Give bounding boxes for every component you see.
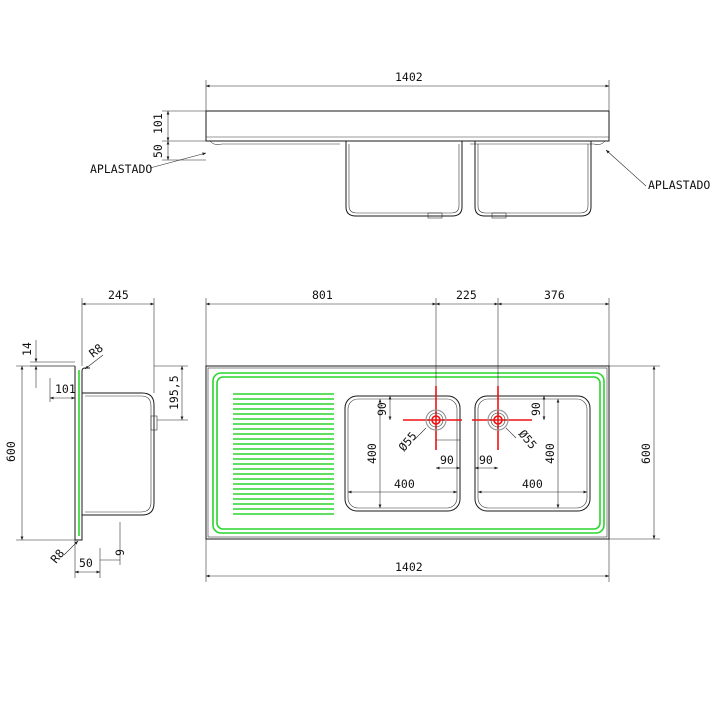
- left-bowl-width: 400: [394, 477, 415, 491]
- side-depth-label: 195,5: [167, 375, 181, 410]
- side-view: 245 14 R8 101 195,5 600 R8 50 9: [4, 288, 188, 578]
- plan-top-label-801: 801: [312, 288, 333, 302]
- left-note: APLASTADO: [90, 162, 152, 176]
- front-height-label-50: 50: [151, 144, 165, 158]
- side-top-label: 14: [20, 342, 34, 356]
- left-drain: [403, 386, 462, 450]
- left-bowl-drain-dia: Ø55: [396, 429, 420, 454]
- plan-top-label-225: 225: [456, 288, 477, 302]
- side-height-label: 600: [4, 441, 18, 462]
- front-width-label: 1402: [395, 70, 423, 84]
- plan-top-label-376: 376: [544, 288, 565, 302]
- side-bottom-label-b: 9: [113, 549, 127, 556]
- left-bowl-drain-v: 90: [375, 402, 389, 416]
- drainboard-grooves: [233, 393, 334, 515]
- side-width-label: 245: [108, 288, 129, 302]
- plan-height-label: 600: [639, 443, 653, 464]
- right-bowl-drain-v: 90: [529, 402, 543, 416]
- side-radius-top: R8: [86, 341, 106, 361]
- left-bowl-drain-h: 90: [440, 453, 454, 467]
- plan-view: 801 225 376 600 1402 90 90 Ø55 400 400 9…: [205, 288, 660, 582]
- right-bowl-drain-dia: Ø55: [516, 427, 540, 452]
- right-drain: [472, 386, 532, 450]
- front-height-label-101: 101: [151, 113, 165, 134]
- side-bottom-label-a: 50: [79, 556, 93, 570]
- right-bowl-drain-h: 90: [479, 453, 493, 467]
- right-bowl-height: 400: [543, 443, 557, 464]
- side-lip-label: 101: [55, 382, 76, 396]
- front-view: 1402 101 50 APLASTADO APLASTADO: [90, 70, 710, 219]
- right-bowl-width: 400: [522, 477, 543, 491]
- side-radius-bottom: R8: [48, 546, 68, 566]
- right-note: APLASTADO: [648, 178, 710, 192]
- plan-width-label: 1402: [395, 560, 423, 574]
- left-bowl-height: 400: [365, 443, 379, 464]
